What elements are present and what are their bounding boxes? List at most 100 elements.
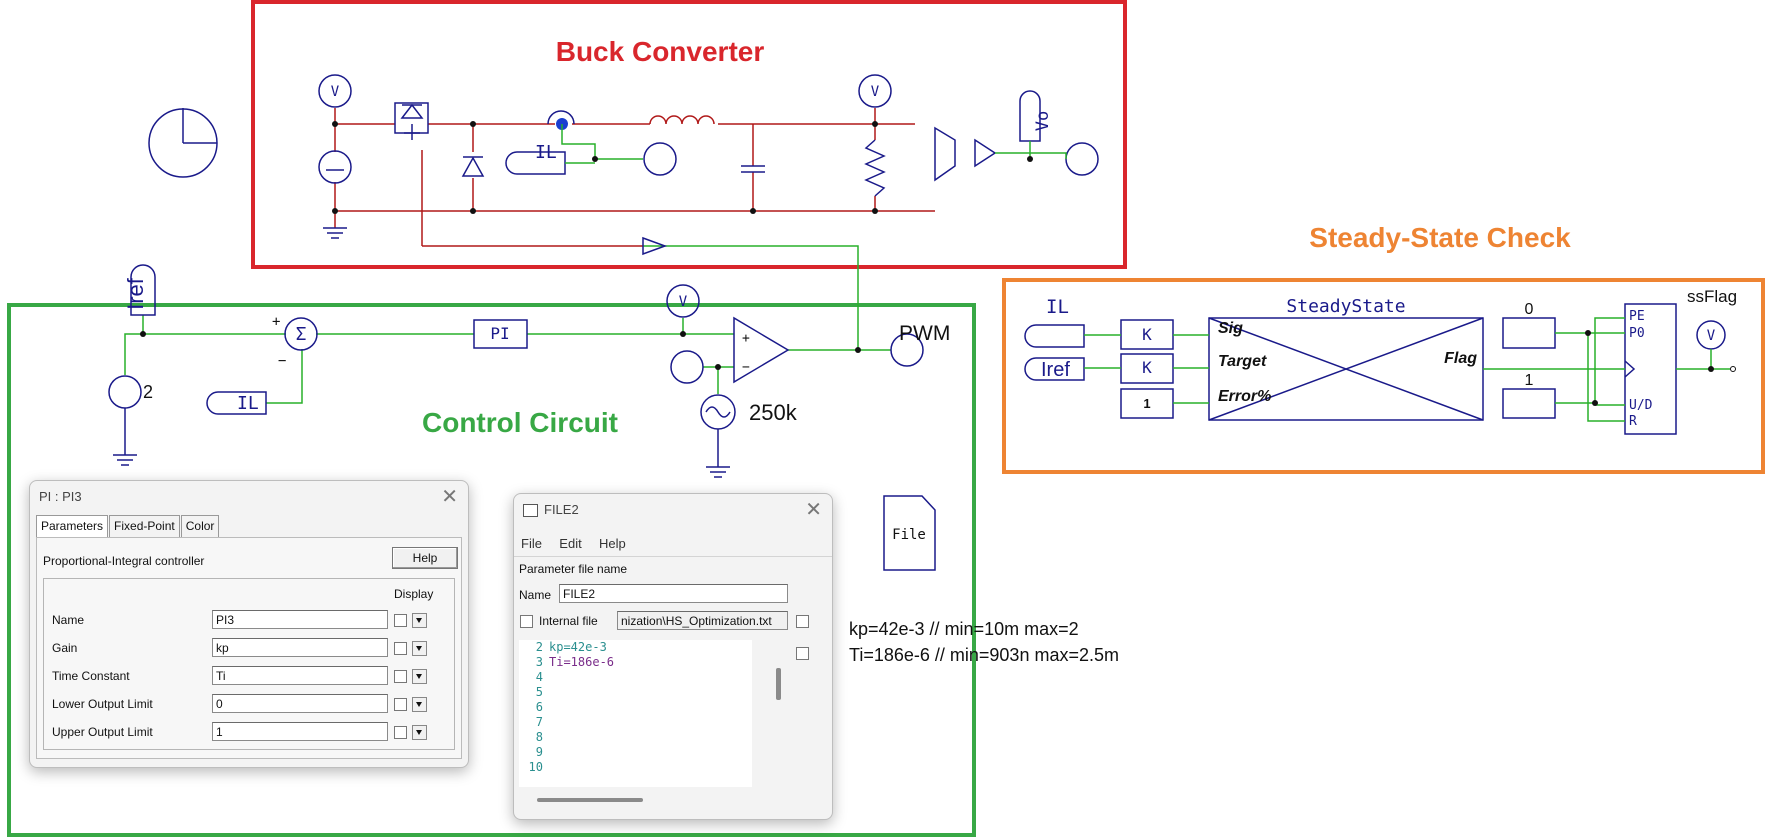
diff-probe-icon[interactable]	[934, 126, 997, 182]
steady-state-title: Steady-State Check	[1309, 222, 1571, 253]
voltmeter-label: V	[871, 84, 880, 100]
iref-label: Iref	[1041, 359, 1070, 381]
tab-color[interactable]: Color	[180, 515, 220, 537]
chevron-down-icon[interactable]	[412, 613, 427, 628]
name-label: Name	[519, 588, 552, 602]
clock-icon[interactable]	[148, 108, 218, 178]
param-input[interactable]: Ti	[212, 666, 388, 685]
ff-pe-port: PE	[1629, 309, 1645, 324]
sum-symbol: Σ	[296, 324, 307, 345]
file-dialog-title: FILE2	[544, 502, 579, 517]
param-input[interactable]: 1	[212, 722, 388, 741]
il-label: IL	[237, 393, 259, 414]
file-name-input[interactable]: FILE2	[559, 584, 788, 603]
const-block[interactable]	[1502, 388, 1556, 419]
display-checkbox[interactable]	[394, 642, 407, 655]
param-input[interactable]: 0	[212, 694, 388, 713]
param-label: Time Constant	[52, 669, 130, 683]
dc-source-icon[interactable]	[318, 150, 352, 184]
control-circuit-frame	[7, 303, 976, 837]
internal-file-checkbox[interactable]	[520, 615, 533, 628]
help-button[interactable]: Help	[392, 547, 458, 569]
close-icon[interactable]: ✕	[441, 486, 458, 508]
comp-minus: −	[742, 360, 750, 375]
chevron-down-icon[interactable]	[412, 641, 427, 656]
voltmeter-icon[interactable]	[318, 74, 352, 108]
file-dialog-titlebar[interactable]: FILE2 ✕	[514, 494, 832, 526]
diode-icon[interactable]	[461, 156, 485, 177]
buck-signal-wires	[561, 124, 1067, 339]
sine-source-icon[interactable]	[700, 394, 736, 430]
pi-dialog-titlebar[interactable]: PI : PI3 ✕	[30, 481, 468, 513]
file-dialog: FILE2 ✕ File Edit Help Parameter file na…	[513, 493, 833, 820]
voltmeter-icon[interactable]	[670, 350, 704, 384]
voltmeter-label: V	[331, 84, 340, 100]
optimization-note-ti: Ti=186e-6 // min=903n max=2.5m	[849, 645, 1119, 665]
iref-label-icon[interactable]	[1024, 357, 1085, 381]
iref-label-icon[interactable]	[130, 264, 156, 316]
horizontal-scrollbar[interactable]	[537, 798, 643, 802]
menu-help[interactable]: Help	[599, 536, 626, 551]
ss-error-port: Error%	[1218, 388, 1271, 405]
display-checkbox[interactable]	[394, 614, 407, 627]
path-checkbox[interactable]	[796, 615, 809, 628]
inductor-icon[interactable]	[649, 115, 715, 125]
editor-checkbox[interactable]	[796, 647, 809, 660]
ss-flag-port: Flag	[1444, 350, 1477, 367]
steady-state-block[interactable]	[1208, 317, 1484, 421]
tab-parameters[interactable]: Parameters	[36, 515, 109, 537]
param-input[interactable]: PI3	[212, 610, 388, 629]
pi-params-group: Display Name PI3 Gain kp Time Constant T…	[43, 578, 455, 750]
chevron-down-icon[interactable]	[412, 697, 427, 712]
capacitor-icon[interactable]	[741, 165, 765, 173]
il-label-icon[interactable]	[1024, 324, 1085, 348]
vertical-scrollbar[interactable]	[776, 668, 781, 700]
comp-plus: +	[742, 331, 750, 346]
current-probe-icon[interactable]	[547, 110, 575, 125]
chevron-down-icon[interactable]	[412, 669, 427, 684]
carrier-frequency: 250k	[749, 400, 798, 425]
pi-block[interactable]	[473, 319, 528, 349]
resistor-icon[interactable]	[864, 139, 886, 197]
voltmeter-icon[interactable]	[858, 74, 892, 108]
chevron-down-icon[interactable]	[412, 725, 427, 740]
voltmeter-icon[interactable]	[643, 142, 677, 176]
window-icon	[523, 504, 538, 517]
pi-dialog-title: PI : PI3	[39, 489, 82, 504]
file-path-field[interactable]: nization\HS_Optimization.txt	[617, 611, 788, 630]
buck-converter-frame	[251, 0, 1127, 269]
summing-junction-icon[interactable]	[284, 317, 318, 351]
const-zero-label: 0	[1525, 301, 1534, 318]
param-file-label: Parameter file name	[519, 562, 628, 576]
il-label-icon[interactable]	[206, 391, 267, 415]
menu-edit[interactable]: Edit	[559, 536, 582, 551]
voltmeter-icon[interactable]	[1065, 142, 1099, 176]
menu-file[interactable]: File	[521, 536, 542, 551]
control-wires	[124, 315, 891, 404]
output-port-icon	[1730, 366, 1736, 372]
il-label-icon[interactable]	[505, 151, 566, 175]
param-input[interactable]: kp	[212, 638, 388, 657]
display-checkbox[interactable]	[394, 726, 407, 739]
sum-plus: +	[272, 314, 280, 330]
iref-label: Iref	[123, 277, 148, 310]
mosfet-icon[interactable]	[394, 102, 429, 140]
display-header: Display	[394, 587, 434, 601]
gate-driver-icon[interactable]	[642, 236, 668, 256]
voltmeter-icon[interactable]	[890, 333, 924, 367]
dc-source-icon[interactable]	[108, 375, 142, 409]
ground-icon	[323, 227, 347, 239]
file-block[interactable]	[883, 495, 936, 571]
display-checkbox[interactable]	[394, 698, 407, 711]
const-block[interactable]	[1502, 317, 1556, 349]
voltmeter-icon[interactable]	[666, 284, 700, 318]
vo-label-icon[interactable]	[1019, 90, 1041, 142]
tab-fixed-point[interactable]: Fixed-Point	[109, 515, 180, 537]
comparator-icon[interactable]	[733, 316, 790, 384]
ground-icon	[113, 454, 137, 466]
param-label: Gain	[52, 641, 78, 655]
close-icon[interactable]: ✕	[805, 499, 822, 521]
display-checkbox[interactable]	[394, 670, 407, 683]
